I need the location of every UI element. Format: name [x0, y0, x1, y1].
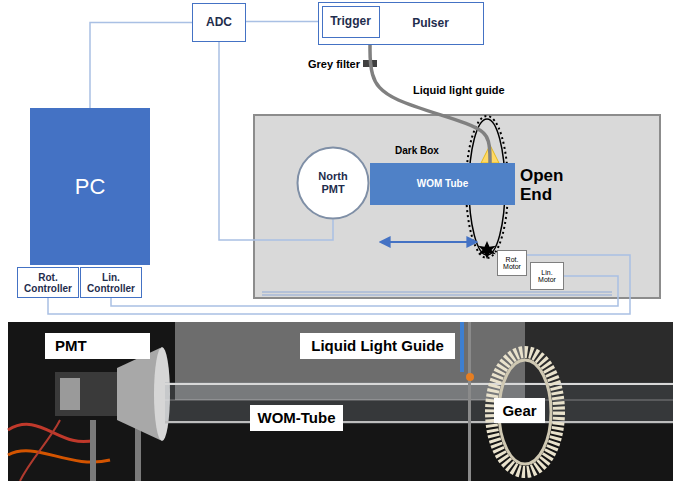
- node-text: PC: [75, 174, 106, 199]
- node-text: PMT: [55, 337, 87, 354]
- gear-symbol: [478, 241, 496, 259]
- dark-box: Dark BoxNorth PMT WOM TubeRot. MotorLin. …: [254, 115, 660, 298]
- photo-callout: WOM-Tube: [250, 405, 343, 431]
- signal-wire: [90, 23, 192, 109]
- light-guide-label: Liquid light guide: [413, 84, 533, 97]
- node-text: ADC: [206, 16, 232, 30]
- photo-tube: [165, 382, 673, 424]
- motor-box: Lin. Motor: [530, 262, 564, 290]
- motor-box: Rot. Motor: [497, 250, 527, 276]
- dark-box-ground: [254, 115, 660, 298]
- motion-arrow: [381, 241, 476, 243]
- photo-stand: [90, 420, 96, 481]
- photo-light-spot: [466, 373, 474, 381]
- linear-rail: [262, 295, 612, 296]
- light-guide-cable: [370, 45, 490, 163]
- photo-wall: [525, 322, 673, 382]
- linear-rail: [262, 292, 612, 293]
- photo-pmt-base: [60, 378, 80, 410]
- adc-box: ADC: [192, 3, 246, 42]
- node-text: North PMT: [310, 170, 356, 195]
- pmt-circle-outline: [298, 148, 369, 219]
- photo-tube-glint: [165, 400, 673, 401]
- node-text: WOM Tube: [417, 178, 468, 190]
- photo-pmt-base: [55, 372, 117, 416]
- photo-callout: Liquid Light Guide: [300, 333, 455, 359]
- photo-cable: [20, 420, 60, 481]
- node-text: Lin. Motor: [533, 269, 561, 284]
- node-text: WOM-Tube: [257, 409, 335, 426]
- photo-callout: PMT: [45, 333, 150, 359]
- pmt-circle: North PMT: [296, 146, 370, 220]
- photo-tube-edge: [165, 383, 673, 385]
- photo-gear: [491, 352, 559, 472]
- node-text: Rot. Controller: [21, 272, 75, 294]
- node-text: Dark Box: [395, 145, 439, 157]
- node-text: Pulser: [412, 17, 449, 31]
- photo-stand: [468, 322, 471, 481]
- signal-wire: [246, 21, 322, 23]
- node-text: Lin. Controller: [84, 272, 138, 294]
- photo-light-guide: [460, 322, 464, 372]
- photo-tube-edge: [165, 421, 673, 423]
- photo-pmt-housing: [117, 348, 160, 440]
- filter-label: Grey filter: [282, 58, 360, 71]
- pulser-box: Pulser Trigger: [318, 2, 484, 45]
- wom-tube: WOM Tube: [370, 163, 515, 205]
- controller-box: Rot. Controller: [17, 267, 79, 298]
- photo-ground: [8, 322, 673, 481]
- setup-photo: [8, 322, 673, 481]
- node-text: Gear: [502, 402, 536, 419]
- node-text: Rot. Motor: [500, 256, 524, 271]
- node-text: Trigger: [330, 15, 371, 29]
- trigger-box: Trigger: [322, 6, 380, 38]
- photo-callout: Gear: [494, 398, 545, 423]
- pc-box: PC: [30, 108, 150, 265]
- open-end-label: Open End: [520, 166, 580, 204]
- controller-box: Lin. Controller: [80, 267, 142, 298]
- node-text: Liquid Light Guide: [311, 337, 443, 354]
